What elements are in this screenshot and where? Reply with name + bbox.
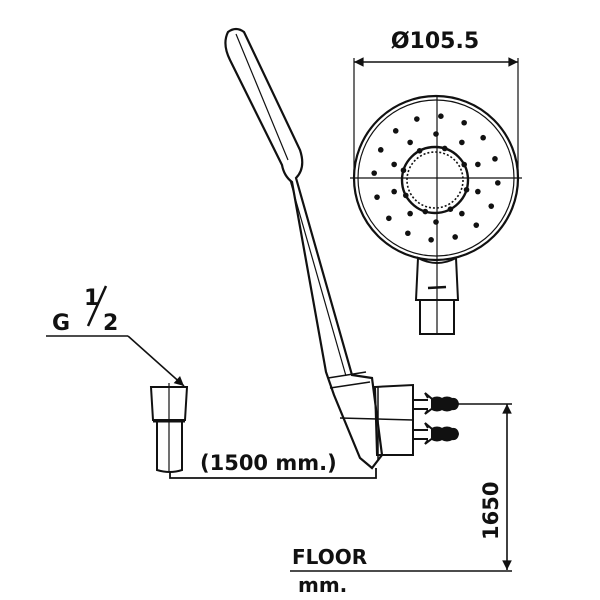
nozzle-dot <box>488 203 495 209</box>
nozzle-dot <box>374 194 380 200</box>
nozzle-dot <box>452 234 458 240</box>
nozzle-dot <box>391 188 397 195</box>
nozzle-dot <box>475 161 481 168</box>
nozzle-dot <box>473 222 480 228</box>
nozzle-dot <box>438 113 444 119</box>
nozzle-dot <box>407 139 413 146</box>
nozzle-dot <box>441 145 448 152</box>
nozzle-dot <box>416 148 423 154</box>
height-dimension <box>290 403 512 572</box>
nozzle-dot <box>495 180 501 186</box>
hand-shower-side-view <box>224 27 384 470</box>
nozzle-dot <box>422 208 429 215</box>
nozzle-dot <box>480 134 486 141</box>
nozzle-dot <box>407 210 413 217</box>
nozzle-dot <box>459 210 465 217</box>
wall-plugs <box>413 392 460 445</box>
nozzle-dot <box>475 188 481 195</box>
thread-leader <box>46 285 185 387</box>
thread-g-label: G <box>52 311 70 336</box>
nozzle-dot <box>403 192 409 199</box>
nozzle-dot <box>433 219 439 225</box>
nozzle-dot <box>461 119 467 126</box>
wall-bracket <box>339 383 414 460</box>
nozzle-dot <box>459 139 465 146</box>
nozzle-dot <box>463 186 470 193</box>
thread-fraction-denominator: 2 <box>103 311 118 336</box>
diameter-dimension <box>353 57 519 180</box>
nozzle-dot <box>400 167 407 174</box>
nozzle-dot <box>433 131 439 137</box>
nozzle-dot <box>391 161 397 168</box>
nozzle-dot <box>392 128 399 134</box>
nozzle-dot <box>492 156 498 162</box>
nozzle-dot <box>405 230 411 237</box>
nozzle-dot <box>377 147 384 153</box>
nozzle-dot <box>428 237 434 243</box>
nozzle-dot <box>461 161 467 168</box>
thread-fraction-numerator: 1 <box>84 286 99 311</box>
nozzle-dot <box>447 206 454 212</box>
diameter-label: Ø105.5 <box>391 29 479 54</box>
nozzle-dot <box>371 170 377 176</box>
hose-length-label: (1500 mm.) <box>200 451 337 475</box>
nozzle-dot <box>386 215 392 222</box>
inlet-fitting <box>149 383 377 479</box>
nozzle-dot <box>414 116 420 122</box>
floor-label: FLOOR <box>292 545 367 569</box>
unit-label: mm. <box>298 573 347 597</box>
spray-nozzles <box>371 113 501 243</box>
height-label: 1650 <box>479 482 503 540</box>
